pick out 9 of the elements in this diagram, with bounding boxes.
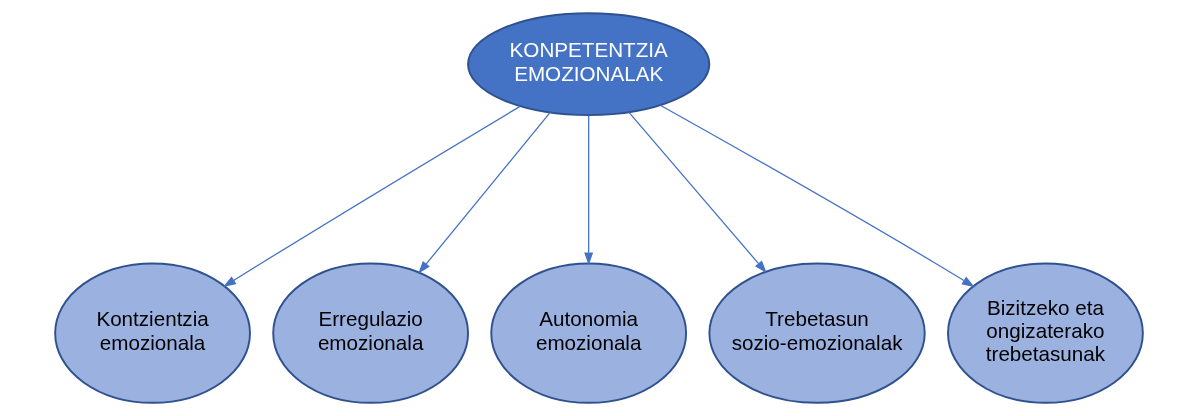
arrow (659, 104, 975, 288)
arrow (628, 111, 767, 274)
arrow (223, 105, 521, 288)
node-ellipse: KONPETENTZIA EMOZIONALAK (467, 12, 711, 117)
arrow (584, 114, 594, 266)
node-ellipse: Bizitzeko eta ongizaterako trebetasunak (947, 262, 1144, 404)
arrow (418, 111, 551, 274)
node-ellipse: Autonomia emozionala (490, 262, 688, 404)
node-ellipse: Kontzientzia emozionala (54, 262, 251, 404)
